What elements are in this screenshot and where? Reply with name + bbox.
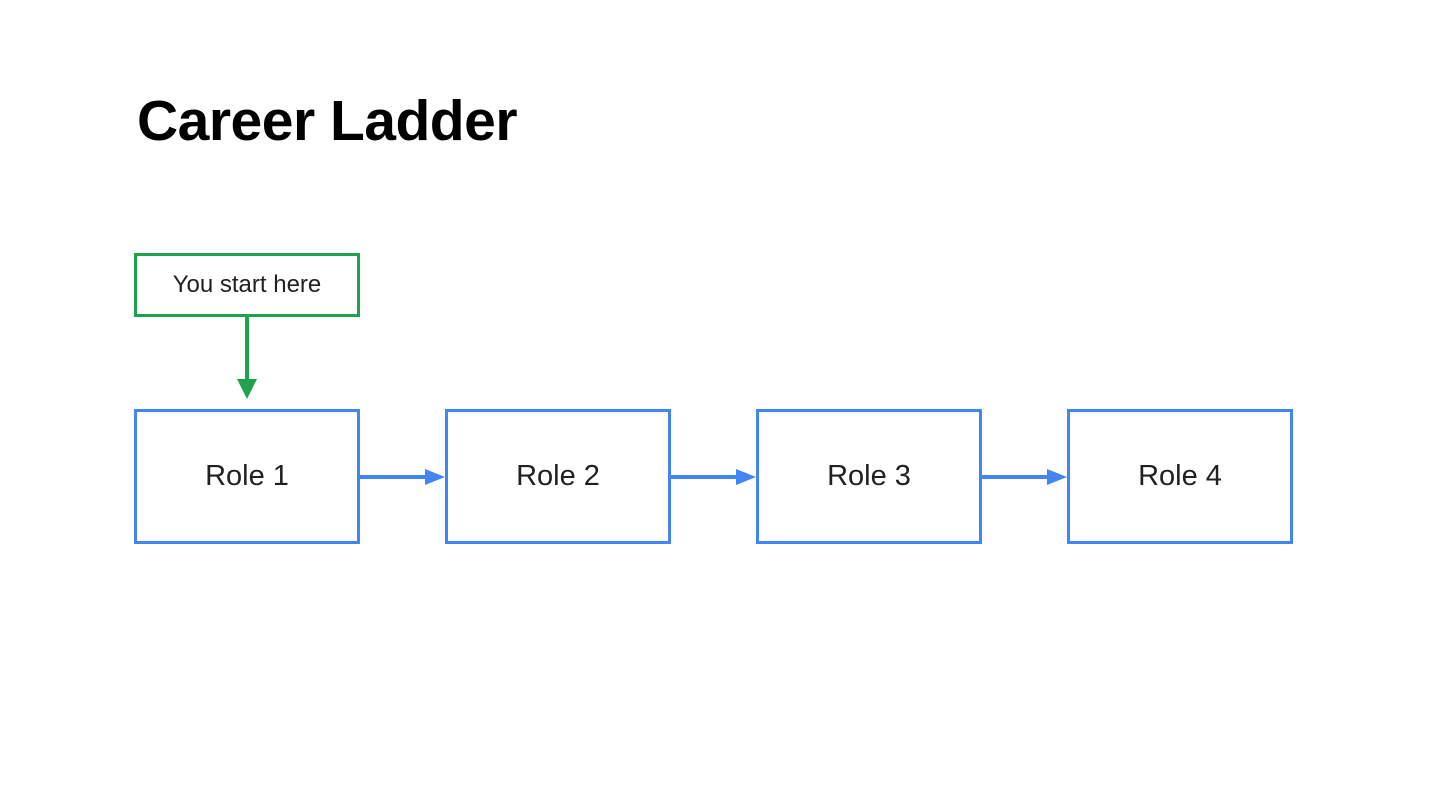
role-label: Role 2 — [516, 460, 600, 492]
callout-label: You start here — [172, 271, 322, 298]
flow-arrow-icon-3 — [982, 469, 1067, 485]
flow-arrow-icon-1 — [360, 469, 445, 485]
role-box-2: Role 2 — [445, 409, 671, 544]
role-box-4: Role 4 — [1067, 409, 1293, 544]
page-title: Career Ladder — [137, 89, 518, 153]
flow-arrow-icon-2 — [671, 469, 756, 485]
role-label: Role 1 — [205, 460, 289, 492]
role-box-1: Role 1 — [134, 409, 360, 544]
role-label: Role 3 — [827, 460, 911, 492]
callout-start-box: You start here — [134, 253, 360, 317]
start-arrow-icon — [237, 317, 257, 399]
role-box-3: Role 3 — [756, 409, 982, 544]
role-label: Role 4 — [1138, 460, 1222, 492]
